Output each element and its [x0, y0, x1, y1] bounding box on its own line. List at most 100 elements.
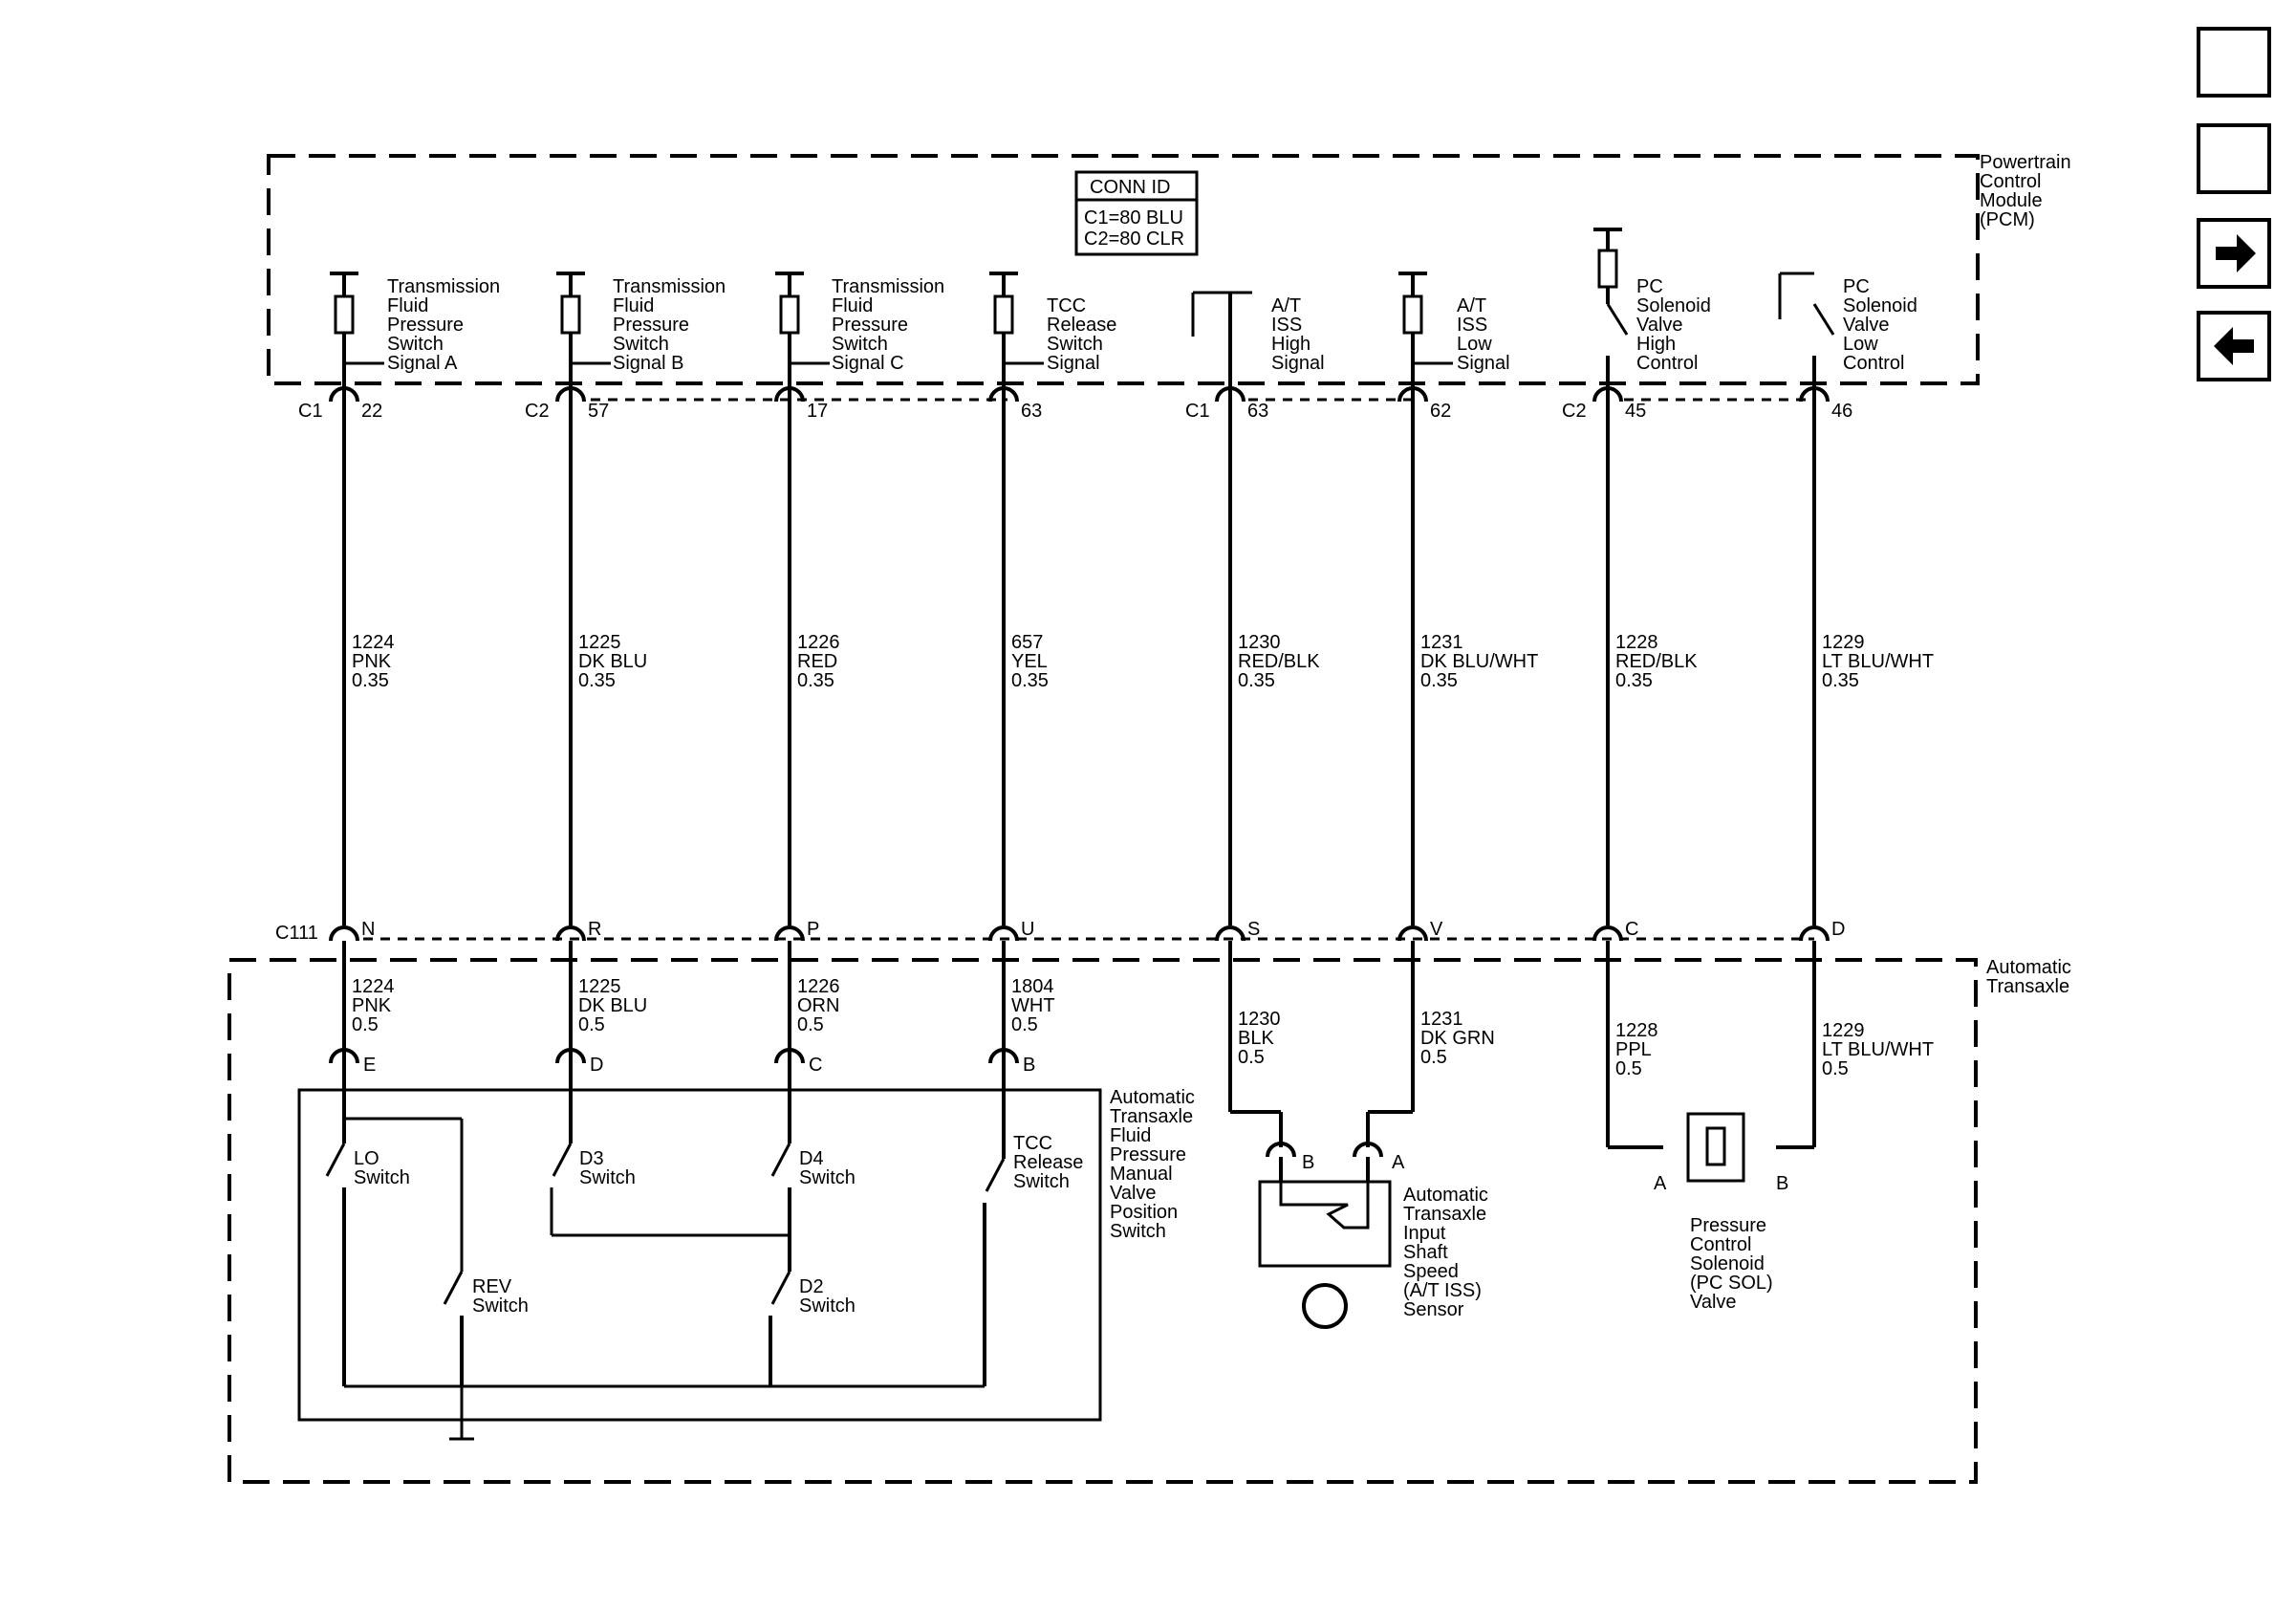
pcm-signal-label: Switch	[832, 334, 888, 355]
upper-wire-label: 1225	[578, 632, 621, 653]
pcm-signal-label: PC	[1843, 276, 1870, 297]
upper-wire-label: RED/BLK	[1615, 651, 1698, 672]
pcm-signal-label: Release	[1047, 315, 1116, 336]
lower-wire-label: 0.5	[1615, 1058, 1642, 1079]
upper-wire-label: 0.35	[1420, 670, 1458, 691]
pcm-signal-label: ISS	[1271, 315, 1302, 336]
pcm-pin-label: 17	[807, 401, 828, 422]
position-switch-label: Fluid	[1110, 1125, 1151, 1146]
pcm-signal-label: ISS	[1457, 315, 1487, 336]
upper-wire-label: 1231	[1420, 632, 1463, 653]
pcm-signal-label: Signal	[1271, 353, 1325, 374]
switch-label: Switch	[799, 1295, 856, 1317]
upper-wire-label: 0.35	[578, 670, 616, 691]
pcm-signal-label: High	[1271, 334, 1310, 355]
desc-button[interactable]	[2197, 123, 2271, 194]
iss-sensor-label: (A/T ISS)	[1403, 1280, 1482, 1301]
switch-pin-label: C	[809, 1055, 822, 1076]
pcm-signal-label: Valve	[1636, 315, 1683, 336]
pcm-signal-label: Low	[1457, 334, 1492, 355]
upper-wire-label: 1229	[1822, 632, 1865, 653]
back-button[interactable]	[2197, 311, 2271, 381]
position-switch-label: Manual	[1110, 1164, 1173, 1185]
pcm-signal-label: Switch	[1047, 334, 1103, 355]
lower-wire-label: 1224	[352, 976, 395, 997]
upper-wire-label: 1230	[1238, 632, 1281, 653]
pcm-signal-label: PC	[1636, 276, 1663, 297]
position-switch-label: Valve	[1110, 1183, 1157, 1204]
lower-wire-label: PPL	[1615, 1039, 1652, 1060]
lower-wire-label: 1226	[797, 976, 840, 997]
pcm-signal-label: Low	[1843, 334, 1878, 355]
lower-wire-label: 1228	[1615, 1020, 1658, 1041]
pcm-signal-label: Control	[1636, 353, 1698, 374]
pcm-signal-label: Pressure	[832, 315, 908, 336]
loc-button[interactable]	[2197, 27, 2271, 98]
upper-wire-label: 0.35	[1011, 670, 1049, 691]
pcm-signal-label: Signal C	[832, 353, 904, 374]
switch-pin-label: D	[590, 1055, 603, 1076]
pcm-signal-label: Switch	[387, 334, 444, 355]
forward-button[interactable]	[2197, 218, 2271, 289]
upper-wire-label: YEL	[1011, 651, 1048, 672]
lower-wire-label: DK BLU	[578, 995, 647, 1016]
iss-sensor-label: Sensor	[1403, 1299, 1464, 1320]
upper-wire-label: RED/BLK	[1238, 651, 1320, 672]
switch-label: Switch	[579, 1167, 636, 1188]
pcm-signal-label: Transmission	[387, 276, 500, 297]
c111-label: C111	[275, 923, 318, 944]
pcm-signal-label: High	[1636, 334, 1676, 355]
solenoid-box	[1686, 1112, 1745, 1183]
lower-wire-label: DK GRN	[1420, 1028, 1495, 1049]
pcm-connector-label: C1	[1185, 401, 1210, 422]
transaxle-name-label: Transaxle	[1986, 976, 2069, 997]
pcm-pin-label: 62	[1430, 401, 1451, 422]
upper-wire-label: LT BLU/WHT	[1822, 651, 1934, 672]
pcm-signal-label: Pressure	[613, 315, 689, 336]
iss-pin-label: A	[1392, 1152, 1405, 1173]
switch-label: Release	[1013, 1152, 1083, 1173]
pcm-name-label: (PCM)	[1980, 209, 2035, 230]
iss-sensor-label: Transaxle	[1403, 1204, 1486, 1225]
pcm-signal-label: TCC	[1047, 295, 1086, 316]
switch-label: Switch	[354, 1167, 410, 1188]
upper-wire-label: 1228	[1615, 632, 1658, 653]
pcm-pin-label: 22	[361, 401, 382, 422]
c111-pin-label: R	[588, 919, 601, 940]
lower-wire-label: 0.5	[352, 1014, 379, 1035]
c111-pin-label: U	[1021, 919, 1034, 940]
pcm-pin-label: 57	[588, 401, 609, 422]
upper-wire-label: 0.35	[797, 670, 834, 691]
solenoid-label: Control	[1690, 1234, 1751, 1255]
pcm-signal-label: Solenoid	[1843, 295, 1917, 316]
pcm-signal-label: A/T	[1271, 295, 1301, 316]
c111-pin-label: C	[1625, 919, 1638, 940]
iss-sensor-box	[1258, 1180, 1392, 1268]
pcm-signal-label: Signal	[1457, 353, 1510, 374]
c111-pin-label: D	[1831, 919, 1845, 940]
arrow-left-icon	[2214, 327, 2254, 365]
pcm-signal-label: Signal B	[613, 353, 684, 374]
switch-label: TCC	[1013, 1133, 1052, 1154]
lower-wire-label: WHT	[1011, 995, 1055, 1016]
switch-pin-label: E	[363, 1055, 376, 1076]
pcm-signal-label: Signal A	[387, 353, 458, 374]
position-switch-label: Position	[1110, 1202, 1178, 1223]
pcm-pin-label: 63	[1021, 401, 1042, 422]
iss-sensor-label: Shaft	[1403, 1242, 1448, 1263]
solenoid-label: Solenoid	[1690, 1253, 1765, 1274]
lower-wire-label: 1804	[1011, 976, 1054, 997]
lower-wire-label: 1229	[1822, 1020, 1865, 1041]
conn-id-box	[1074, 170, 1199, 256]
upper-wire-label: 1224	[352, 632, 395, 653]
solenoid-pin-label: A	[1654, 1173, 1667, 1194]
upper-wire-label: DK BLU	[578, 651, 647, 672]
lower-wire-label: 0.5	[1420, 1047, 1447, 1068]
lower-wire-label: BLK	[1238, 1028, 1274, 1049]
upper-wire-label: 0.35	[1822, 670, 1859, 691]
c111-pin-label: V	[1430, 919, 1443, 940]
lower-wire-label: 0.5	[578, 1014, 605, 1035]
lower-wire-label: 1231	[1420, 1009, 1463, 1030]
upper-wire-label: 1226	[797, 632, 840, 653]
switch-pin-label: B	[1023, 1055, 1035, 1076]
